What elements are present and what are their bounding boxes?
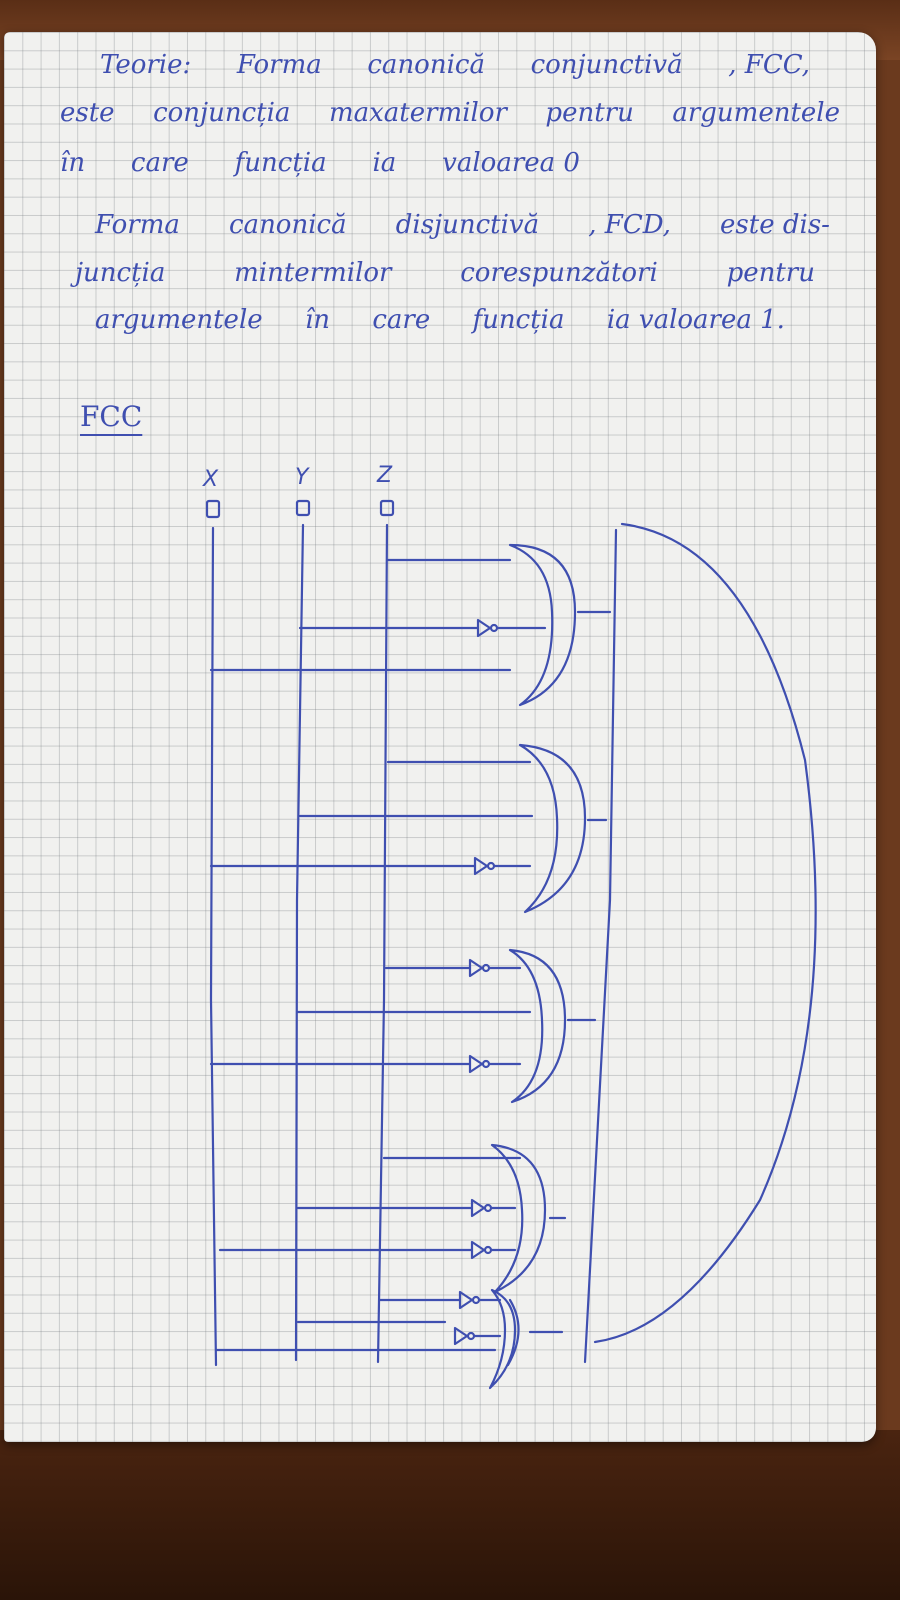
final-and-gate-collector [583, 528, 618, 1364]
paragraph2-line3: argumentele în care funcția ia valoarea … [95, 305, 785, 335]
word: conjuncția [153, 98, 291, 128]
section-title-fcc: FCC [80, 400, 143, 433]
gate2-input-wires [209, 760, 534, 876]
word: juncția [75, 258, 166, 288]
final-and-gate-arc [593, 522, 817, 1344]
gate3-or-gate [508, 948, 567, 1104]
word: este [60, 98, 115, 128]
word: în [304, 305, 331, 335]
word: mintermilor [234, 258, 392, 288]
word: corespunzători [460, 258, 658, 288]
input-terminals [205, 499, 395, 519]
word: maxatermilor [328, 98, 507, 128]
word: care [130, 148, 189, 178]
gate2-or-gate [518, 743, 587, 914]
paragraph2-line1: Forma canonică disjunctivă , FCD, este d… [95, 210, 830, 240]
word: Forma [95, 210, 180, 240]
word: argumentele [95, 305, 263, 335]
word: în [60, 148, 86, 178]
gate5-extra-arc [506, 1298, 520, 1367]
input-bus-lines [209, 523, 389, 1367]
wooden-table-bottom [0, 1430, 900, 1600]
word: ia valoarea 1. [606, 305, 785, 335]
word: Teorie: [100, 50, 192, 80]
word: funcția [234, 148, 327, 178]
paragraph1-line1: Teorie: Forma canonică conjunctivă , FCC… [100, 50, 810, 80]
gate3-input-wires [209, 958, 532, 1074]
input-label-y: Y [295, 465, 310, 490]
input-label-x: X [202, 467, 219, 492]
word: canonică [229, 210, 347, 240]
word: disjunctivă [395, 210, 540, 240]
gate4-input-wires [218, 1156, 522, 1260]
word: , FCC, [728, 50, 810, 80]
word: pentru [726, 258, 815, 288]
word: ia [372, 148, 397, 178]
paragraph1-line2: este conjuncția maxatermilor pentru argu… [60, 98, 840, 128]
word: care [372, 305, 431, 335]
word: conjunctivă [530, 50, 683, 80]
word: pentru [545, 98, 634, 128]
gate4-or-gate [490, 1143, 547, 1294]
paragraph2-line2: juncția mintermilor corespunzători pentr… [75, 258, 815, 288]
gate1-or-gate [508, 543, 577, 707]
gate5-input-wires [214, 1290, 502, 1352]
word: funcția [472, 305, 565, 335]
word: Forma [236, 50, 322, 80]
word: canonică [367, 50, 485, 80]
word: , FCD, [588, 210, 671, 240]
paragraph1-line3: în care funcția ia valoarea 0 [60, 148, 580, 178]
gate5-or-gate [488, 1288, 517, 1390]
input-label-z: Z [376, 463, 393, 488]
gate1-input-wires [209, 558, 547, 672]
word: argumentele [672, 98, 840, 128]
word: este dis- [720, 210, 830, 240]
word: valoarea 0 [442, 148, 580, 178]
